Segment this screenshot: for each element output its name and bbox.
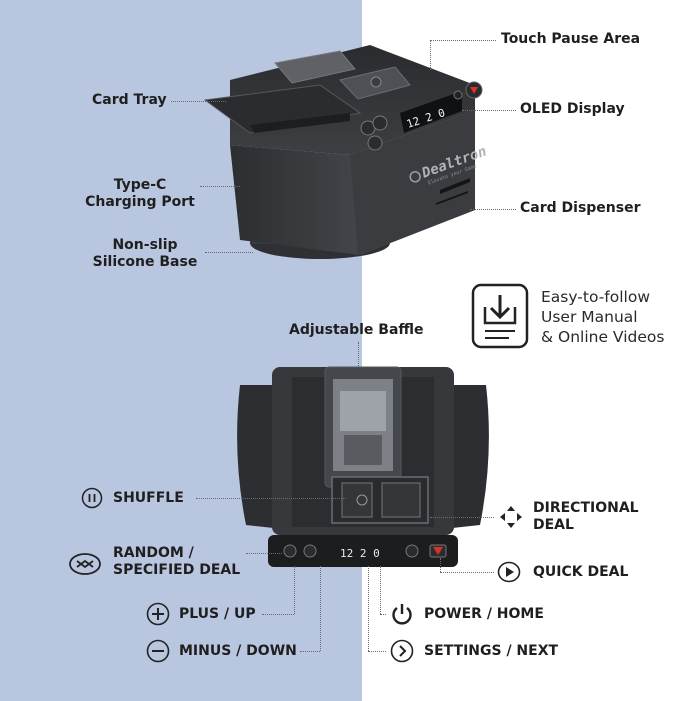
leader-plus-vertical [294, 566, 295, 614]
leader-touch-pause-vertical [430, 40, 431, 70]
label-random-deal: RANDOM / SPECIFIED DEAL [113, 545, 240, 579]
leader-type-c [200, 186, 240, 187]
directional-arrows-icon [500, 506, 522, 528]
leader-settings-vertical [368, 566, 369, 651]
leader-power-vertical [380, 566, 381, 614]
leader-card-dispenser [470, 209, 516, 210]
settings-next-icon [390, 639, 414, 663]
leader-minus [300, 651, 320, 652]
leader-quick-deal-vertical [440, 558, 441, 572]
label-oled-display: OLED Display [520, 101, 625, 117]
quick-deal-play-icon [497, 561, 521, 583]
label-base-line2: Silicone Base [92, 254, 198, 270]
label-touch-pause-area: Touch Pause Area [501, 31, 641, 47]
leader-base [205, 252, 253, 253]
random-deal-icon [69, 553, 101, 575]
label-card-tray: Card Tray [92, 92, 167, 108]
manual-line2: User Manual [541, 308, 638, 326]
minus-icon [146, 639, 170, 663]
label-power-home: POWER / HOME [424, 606, 544, 622]
label-directional-line1: DIRECTIONAL [533, 500, 639, 516]
device-top-down-view: 12 2 0 [237, 366, 489, 567]
label-random-line2: SPECIFIED DEAL [113, 562, 241, 578]
leader-directional [430, 517, 494, 518]
label-quick-deal: QUICK DEAL [533, 564, 629, 580]
manual-download-icon [471, 283, 529, 349]
label-base: Non-slip Silicone Base [85, 237, 205, 271]
label-settings-next: SETTINGS / NEXT [424, 643, 559, 659]
label-type-c-line1: Type-C [113, 177, 167, 193]
bottom-oled-digits: 12 2 0 [340, 547, 380, 560]
leader-quick-deal [440, 572, 494, 573]
label-base-line1: Non-slip [112, 237, 178, 253]
leader-card-tray [171, 101, 226, 102]
manual-line1: Easy-to-follow [541, 288, 651, 306]
shuffle-pause-icon [81, 487, 103, 509]
label-type-c-line2: Charging Port [85, 194, 195, 210]
label-minus-down: MINUS / DOWN [179, 643, 297, 659]
leader-minus-vertical [320, 566, 321, 651]
leader-touch-pause [430, 40, 496, 41]
manual-text: Easy-to-follow User Manual & Online Vide… [541, 287, 664, 347]
label-directional-deal: DIRECTIONAL DEAL [533, 500, 639, 534]
label-shuffle: SHUFFLE [113, 490, 184, 506]
device-top-view: 12 2 0 Dealtron Elevate your Game [203, 45, 489, 259]
leader-baffle [358, 342, 359, 370]
label-directional-line2: DEAL [533, 517, 574, 533]
leader-power [380, 614, 386, 615]
label-plus-up: PLUS / UP [179, 606, 256, 622]
label-random-line1: RANDOM / [113, 545, 194, 561]
label-type-c: Type-C Charging Port [85, 177, 195, 211]
leader-oled [462, 110, 516, 111]
leader-settings [368, 651, 386, 652]
manual-line3: & Online Videos [541, 328, 665, 346]
power-icon [392, 604, 412, 625]
leader-plus [262, 614, 294, 615]
label-adjustable-baffle: Adjustable Baffle [289, 322, 424, 338]
label-card-dispenser: Card Dispenser [520, 200, 641, 216]
plus-icon [146, 602, 170, 626]
leader-shuffle [196, 498, 346, 499]
leader-random [246, 553, 282, 554]
